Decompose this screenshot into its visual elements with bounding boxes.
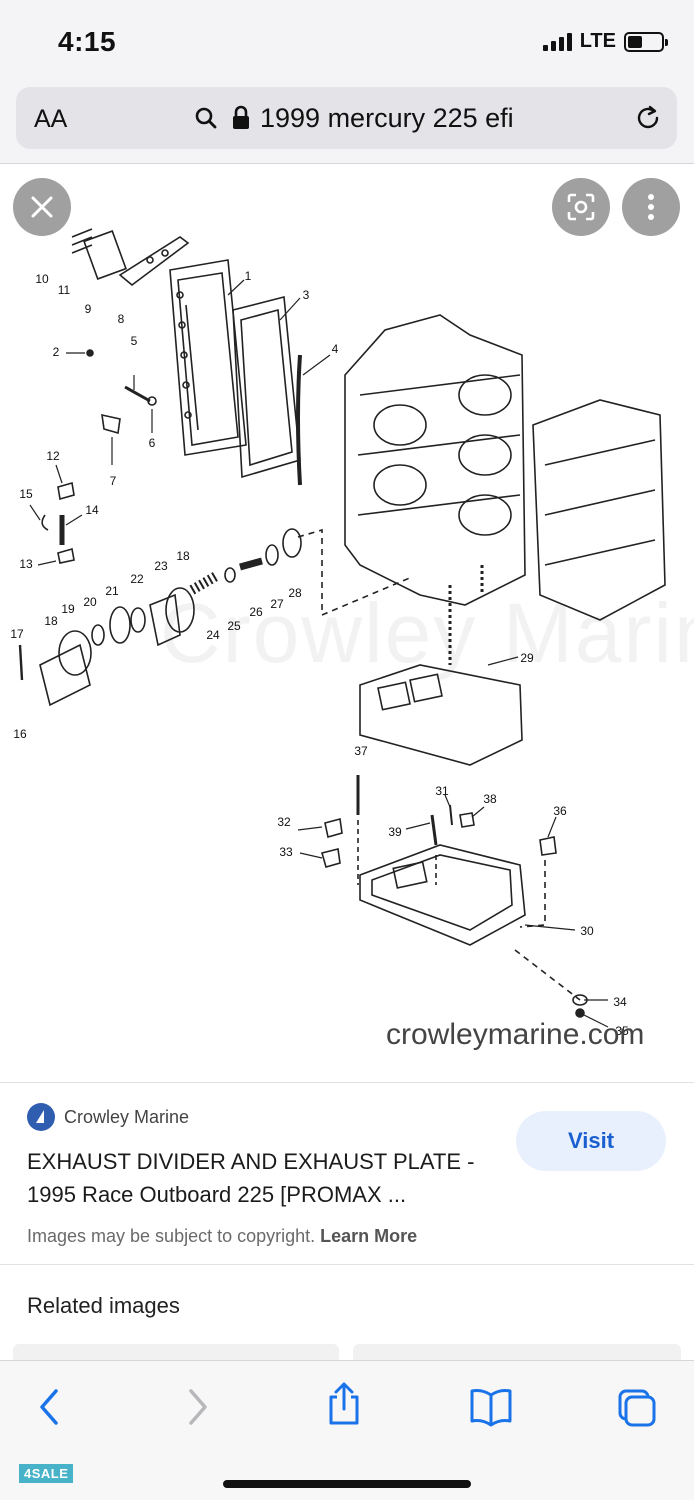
signal-icon [542,32,572,51]
site-name: Crowley Marine [64,1106,190,1127]
exploded-parts-diagram: 1234567891011121314151617181819202122232… [10,228,666,1038]
part-number-label: 36 [553,804,567,818]
watermark-text: Crowley Marine [160,586,694,680]
part-number-label: 31 [435,784,449,798]
bottom-toolbar: 4SALE [0,1360,694,1500]
source-watermark: crowleymarine.com [386,1018,645,1051]
part-number-label: 39 [388,825,402,839]
site-row[interactable]: Crowley Marine [27,1103,189,1131]
related-images-heading: Related images [27,1293,180,1318]
part-number-label: 11 [58,283,71,297]
share-icon[interactable] [325,1381,363,1432]
result-info: Crowley Marine EXHAUST DIVIDER AND EXHAU… [0,1082,694,1265]
part-number-label: 8 [118,312,125,326]
part-number-label: 15 [19,487,33,501]
part-number-label: 24 [206,628,220,642]
sale-badge: 4SALE [19,1464,74,1483]
part-number-label: 18 [176,549,190,563]
more-vertical-icon [648,194,654,220]
part-number-label: 9 [85,302,92,316]
part-number-label: 16 [13,727,27,741]
forward-icon[interactable] [183,1385,213,1434]
part-number-label: 14 [85,503,99,517]
exhaust-plate [359,844,526,946]
part-number-label: 32 [277,815,291,829]
part-number-label: 27 [270,597,284,611]
result-title[interactable]: EXHAUST DIVIDER AND EXHAUST PLATE - 1995… [27,1149,475,1207]
bookmarks-icon[interactable] [468,1385,514,1434]
search-icon [194,106,218,135]
exhaust-divider-plate [169,259,247,456]
exhaust-plate-gasket [359,664,523,766]
text-size-label: AA [34,105,68,133]
status-bar: 4:15 LTE [0,0,694,82]
browser-toolbar: AA 1999 mercury 225 efi [0,82,694,164]
copyright-text: Images may be subject to copyright. [27,1226,316,1246]
back-icon[interactable] [34,1385,64,1434]
part-number-label: 5 [131,334,138,348]
more-options-button[interactable] [622,178,680,236]
regulator-block [83,230,127,280]
part-number-label: 6 [149,436,156,450]
part-number-label: 34 [613,995,627,1009]
text-size-button[interactable]: AA [34,105,67,134]
reload-icon[interactable] [633,103,663,138]
part-number-label: 25 [227,619,241,633]
part-number-label: 19 [61,602,75,616]
home-indicator[interactable] [223,1480,471,1488]
related-thumbnail[interactable] [353,1344,681,1364]
lens-button[interactable] [552,178,610,236]
lens-icon [567,193,595,221]
close-button[interactable] [13,178,71,236]
part-number-label: 17 [10,627,24,641]
part-number-label: 10 [35,272,49,286]
site-logo-icon [27,1103,55,1131]
part-number-label: 12 [46,449,60,463]
part-number-label: 33 [279,845,293,859]
cover-plate [118,236,190,287]
part-number-label: 28 [288,586,302,600]
status-indicators: LTE [542,30,668,53]
part-number-label: 29 [520,651,534,665]
learn-more-link[interactable]: Learn More [320,1226,418,1246]
crankcase-cover [532,399,666,621]
part-number-label: 2 [53,345,60,359]
related-thumbnail[interactable] [13,1344,339,1364]
part-number-label: 37 [354,744,368,758]
part-number-label: 26 [249,605,263,619]
part-number-label: 7 [110,474,117,488]
status-time: 4:15 [58,26,117,57]
address-bar[interactable]: AA 1999 mercury 225 efi [16,87,677,149]
gasket [232,295,301,479]
part-number-label: 35 [615,1024,629,1038]
battery-icon [624,31,668,52]
lock-icon [231,105,251,136]
url-text: 1999 mercury 225 efi [260,103,514,133]
part-number-label: 38 [483,792,497,806]
part-number-label: 20 [83,595,97,609]
part-number-label: 18 [44,614,58,628]
tabs-icon[interactable] [616,1385,658,1434]
copyright-notice: Images may be subject to copyright. Lear… [27,1226,417,1247]
part-number-label: 30 [580,924,594,938]
network-type: LTE [579,30,616,52]
part-number-label: 4 [332,342,339,356]
image-viewer[interactable]: Crowley Marine [0,165,694,1080]
part-number-label: 23 [154,559,168,573]
visit-button[interactable]: Visit [516,1111,666,1171]
part-number-label: 13 [19,557,33,571]
part-number-label: 3 [303,288,310,302]
part-number-label: 22 [130,572,144,586]
close-icon [31,196,53,218]
part-number-label: 21 [105,584,119,598]
part-number-label: 1 [245,269,252,283]
engine-block [344,314,526,606]
